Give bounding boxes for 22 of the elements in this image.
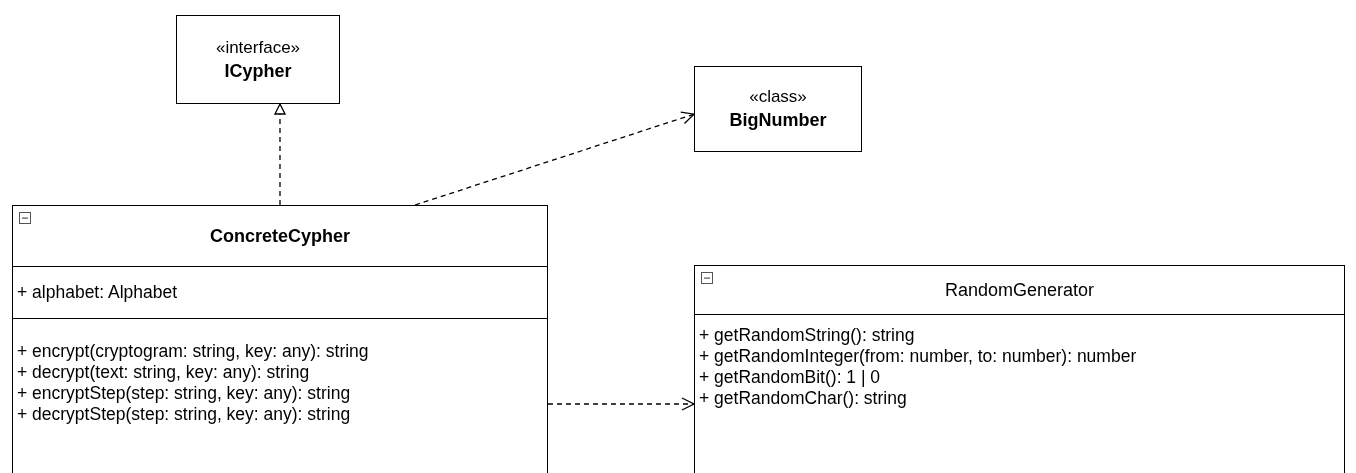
dependency-arrow [547,397,695,411]
class-name: ICypher [224,59,292,83]
dependency-arrow [414,111,695,206]
method-text: + getRandomInteger(from: number, to: number): number [699,346,1137,367]
class-name: RandomGenerator [944,279,1095,301]
class-box [12,205,548,473]
class-name: ConcreteCypher [209,225,350,247]
attribute-text: + alphabet: Alphabet [17,282,178,303]
dependency-arrow [274,103,286,206]
method-text: + getRandomBit(): 1 | 0 [699,367,881,388]
method-text: + decryptStep(step: string, key: any): string [17,404,351,425]
interface-box [694,66,862,152]
method-text: + decrypt(text: string, key: any): string [17,362,310,383]
class-name: BigNumber [729,109,827,132]
method-text: + encryptStep(step: string, key: any): string [17,383,351,404]
class-box [694,265,1345,473]
stereotype-label: «class» [749,86,807,108]
interface-box [176,15,340,104]
stereotype-label: «interface» [215,36,301,59]
method-text: + encrypt(cryptogram: string, key: any): string [17,341,369,362]
method-text: + getRandomChar(): string [699,388,907,409]
method-text: + getRandomString(): string [699,325,915,346]
